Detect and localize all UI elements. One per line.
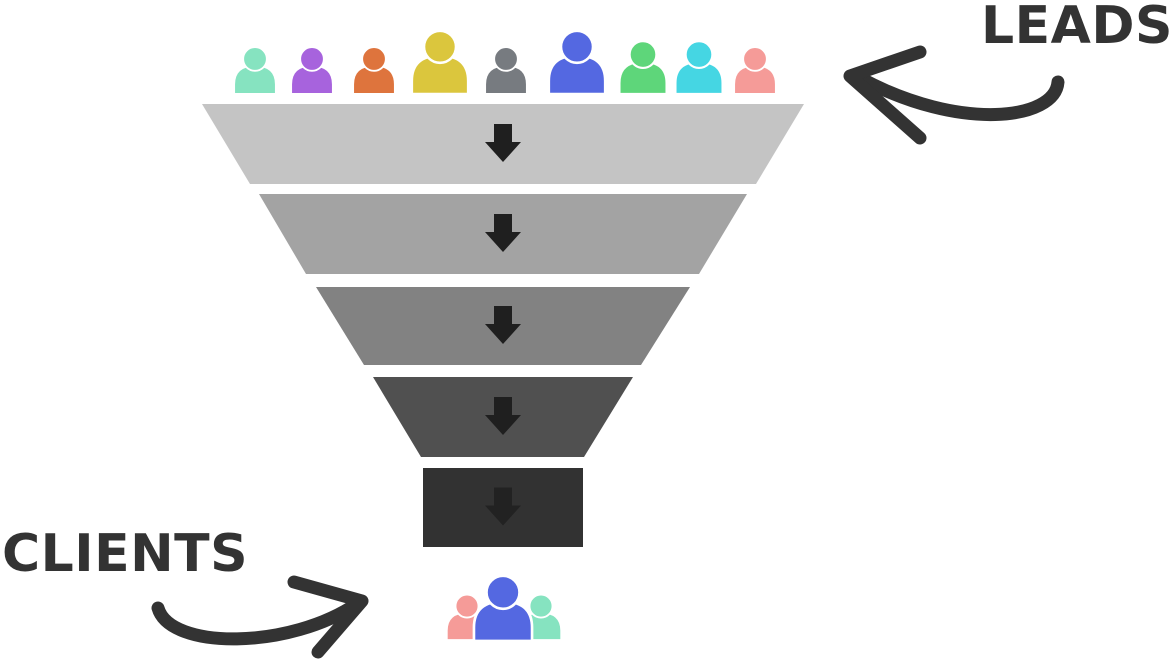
funnel-stage-2: [259, 194, 747, 274]
funnel: [202, 104, 804, 547]
lead-gray-person-icon: [484, 46, 528, 95]
leads-group: [233, 29, 777, 96]
lead-cyan-person-icon: [674, 40, 724, 96]
down-arrow-icon: [485, 214, 521, 252]
clients-curved-arrow-icon: [151, 575, 369, 659]
lead-green-person-icon: [618, 40, 668, 96]
lead-orange-person-icon: [352, 46, 396, 95]
leads-label: LEADS: [980, 0, 1173, 56]
down-arrow-icon: [485, 306, 521, 344]
down-arrow-icon: [485, 397, 521, 435]
lead-mustard-person-icon: [410, 29, 470, 96]
lead-pink-person-icon: [733, 46, 777, 95]
down-arrow-icon: [485, 124, 521, 162]
funnel-stage-3: [316, 287, 690, 365]
funnel-stage-5: [423, 468, 583, 547]
lead-mint-person-icon: [233, 46, 277, 95]
down-arrow-icon: [485, 487, 521, 526]
lead-blue-person-icon: [547, 29, 607, 96]
lead-purple-person-icon: [290, 46, 334, 95]
clients-label: CLIENTS: [2, 524, 249, 584]
pointer-arrows: [151, 45, 1065, 659]
clients-group: [445, 574, 563, 643]
leads-curved-arrow-icon: [843, 45, 1065, 145]
funnel-stage-4: [373, 377, 633, 457]
funnel-stage-1: [202, 104, 804, 184]
client-blue-person-icon: [472, 574, 534, 643]
